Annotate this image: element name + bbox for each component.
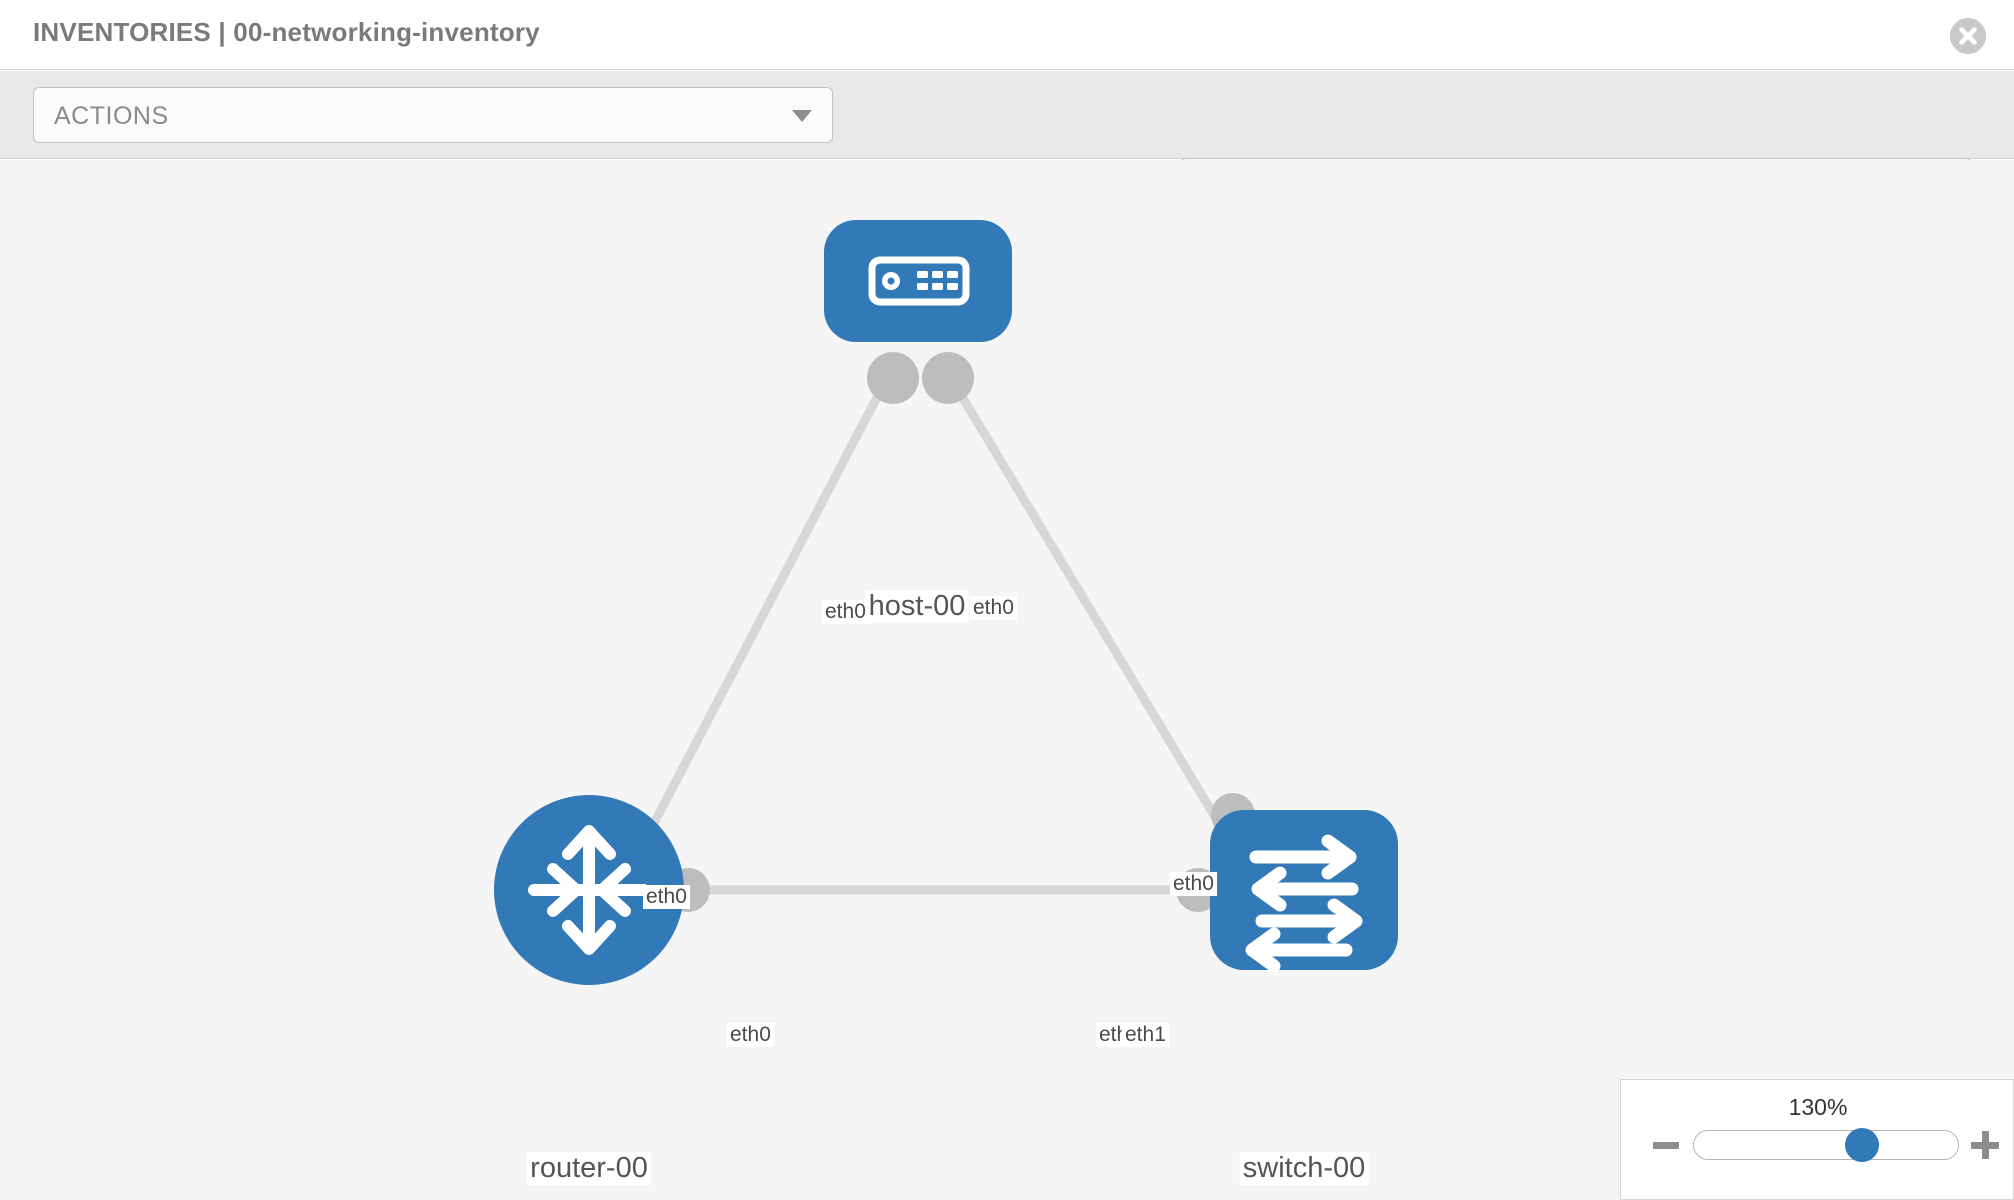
zoom-out-button[interactable] [1653, 1142, 1679, 1149]
chevron-down-icon [792, 110, 812, 122]
edge-label-switch-up: eth0 [1170, 872, 1217, 896]
zoom-slider-thumb[interactable] [1845, 1128, 1879, 1162]
actions-dropdown[interactable]: ACTIONS [33, 87, 833, 143]
close-icon[interactable] [1950, 18, 1986, 54]
edge-label-router-up: eth0 [643, 885, 690, 909]
edge-label-switch-left-b: eth1 [1122, 1023, 1169, 1047]
zoom-slider-track[interactable] [1693, 1130, 1959, 1160]
zoom-in-button[interactable] [1971, 1131, 1999, 1159]
node-host-00[interactable] [824, 220, 1012, 342]
toolbar: ACTIONS SEARCH [0, 71, 2014, 214]
connector-host-left [867, 352, 919, 404]
topology-graph [494, 220, 1398, 985]
node-router-00[interactable] [494, 795, 684, 985]
page-header: INVENTORIES | 00-networking-inventory [0, 0, 2014, 70]
edge-label-host-left: eth0 [822, 600, 869, 624]
node-label-switch-00: switch-00 [1239, 1152, 1369, 1185]
edge-label-router-right: eth0 [727, 1023, 774, 1047]
node-label-host-00: host-00 [865, 590, 969, 623]
node-switch-00[interactable] [1210, 810, 1398, 973]
actions-dropdown-label: ACTIONS [54, 102, 169, 130]
zoom-level-value: 130% [1788, 1094, 1848, 1120]
link-host-router [636, 377, 890, 853]
node-label-router-00: router-00 [527, 1152, 651, 1185]
link-host-switch [948, 377, 1239, 853]
topology-canvas[interactable]: eth0 eth0 eth0 eth0 eth0 eth0 eth1 host-… [0, 160, 2014, 1200]
edge-label-host-right: eth0 [970, 596, 1017, 620]
connector-host-right [922, 352, 974, 404]
page-title: INVENTORIES | 00-networking-inventory [33, 17, 540, 47]
zoom-control-panel: 130% [1620, 1079, 2014, 1200]
